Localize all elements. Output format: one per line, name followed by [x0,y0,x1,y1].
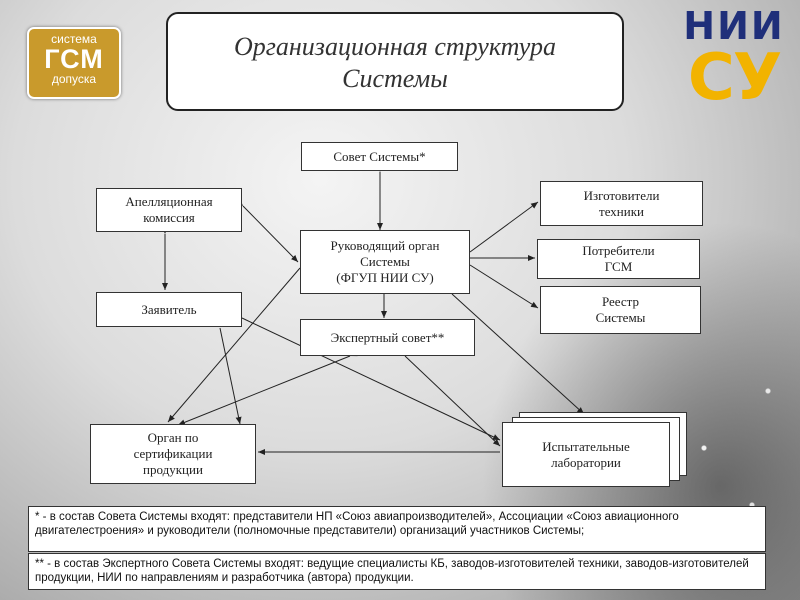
title-line1: Организационная структура [233,32,556,61]
consumers-label-line1: Потребители [582,243,655,258]
nii-logo-line2: СУ [687,41,782,115]
certification-body-node: Орган по сертификации продукции [90,424,256,484]
registry-label-line1: Реестр [601,294,640,309]
arrow-applicant-labs [241,317,501,441]
appeal-label-line1: Апелляционная [125,194,213,209]
applicant-node: Заявитель [96,292,242,327]
consumers-label-line2: ГСМ [604,259,633,274]
council-footnote-text: * - в состав Совета Системы входят: пред… [35,511,679,537]
labs-label-line1: Испытательные [542,438,630,454]
labs-label-line2: лаборатории [551,454,621,470]
arrow-expert-certification [177,350,358,426]
arrow-governing-labs [451,293,585,415]
governing-label-line1: Руководящий орган [330,238,440,253]
council-node: Совет Системы* [301,142,458,171]
expert-council-node: Экспертный совет** [300,319,475,356]
title-line2: Системы [342,64,448,93]
expert-label: Экспертный совет** [330,329,445,345]
consumers-node: Потребители ГСМ [537,239,700,279]
applicant-label: Заявитель [141,301,197,317]
gsm-logo-line2: ГСМ [44,44,104,74]
governing-label-line3: (ФГУП НИИ СУ) [336,270,434,285]
registry-node: Реестр Системы [540,286,701,334]
arrow-expert-labs [404,355,501,447]
governing-label-line2: Системы [360,254,410,269]
arrow-applicant-certification [219,327,242,425]
testing-labs-node: Испытательные лаборатории [502,422,670,487]
gsm-logo-line1: система [51,32,97,46]
manufacturers-label-line1: Изготовители [583,187,660,203]
certification-label-line1: Орган по [147,430,199,445]
expert-footnote: ** - в состав Экспертного Совета Системы… [28,553,766,590]
manufacturers-label-line2: техники [599,203,644,219]
council-label: Совет Системы* [333,148,426,164]
certification-label-line2: сертификации [133,446,213,461]
gsm-logo: система ГСМ допуска [27,27,121,99]
arrow-governing-registry [469,264,539,309]
certification-label-line3: продукции [143,462,203,477]
arrow-governing-manufacturers [469,201,539,253]
appeal-label-line2: комиссия [143,210,195,225]
expert-footnote-text: ** - в состав Экспертного Совета Системы… [35,558,749,584]
appeal-commission-node: Апелляционная комиссия [96,188,242,232]
council-footnote: * - в состав Совета Системы входят: пред… [28,506,766,552]
manufacturers-node: Изготовители техники [540,181,703,226]
arrow-appeal-governing [235,198,299,263]
governing-body-node: Руководящий орган Системы (ФГУП НИИ СУ) [300,230,470,294]
page-title: Организационная структура Системы [166,12,624,111]
registry-label-line2: Системы [595,310,646,325]
nii-su-logo: НИИ СУ [676,6,792,114]
nii-logo-line1: НИИ [683,4,785,48]
gsm-logo-line3: допуска [51,72,97,86]
